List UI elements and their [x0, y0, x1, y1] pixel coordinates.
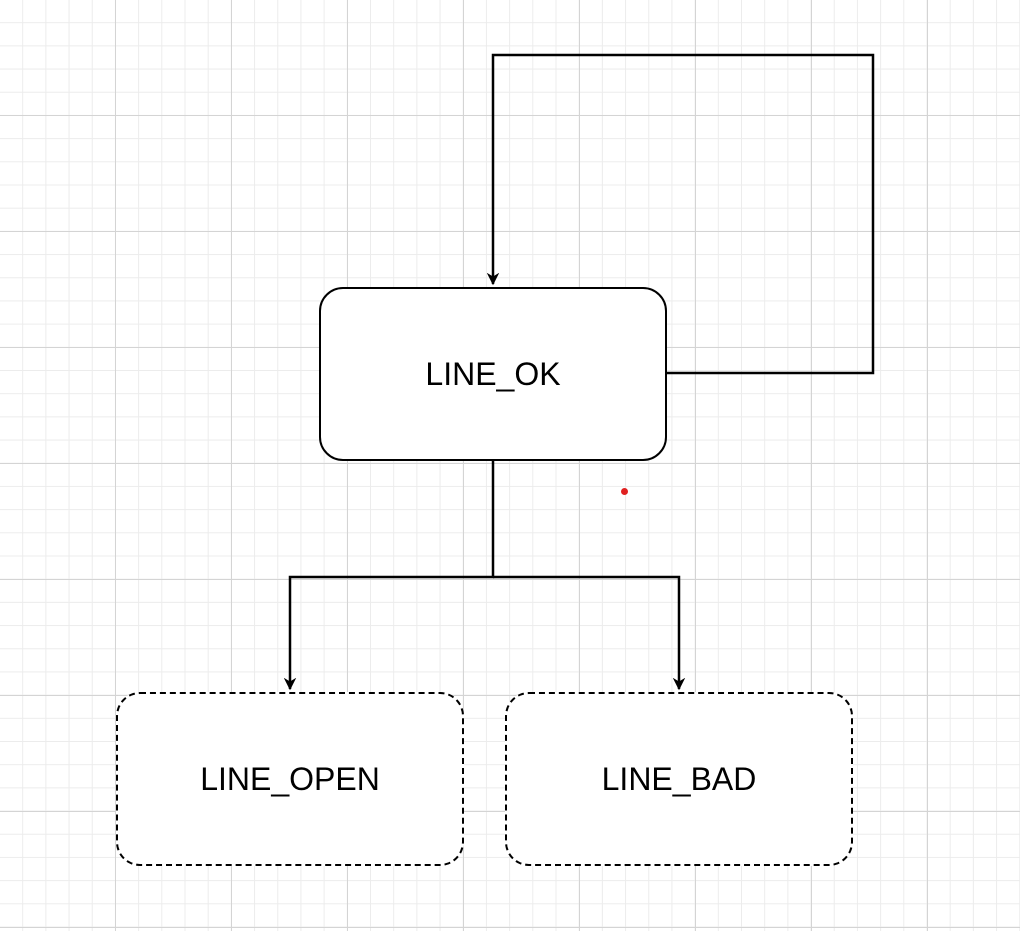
- state-line-open[interactable]: LINE_OPEN: [116, 692, 464, 866]
- edge-line-ok-self-loop[interactable]: [486, 53, 875, 375]
- cursor-marker-dot: [621, 488, 628, 495]
- state-line-bad[interactable]: LINE_BAD: [505, 692, 853, 866]
- edge-line-ok-to-line-open[interactable]: [283, 461, 495, 691]
- state-line-open-label: LINE_OPEN: [200, 760, 380, 797]
- state-line-bad-label: LINE_BAD: [601, 760, 757, 797]
- edge-line-ok-to-line-bad[interactable]: [493, 575, 686, 691]
- state-line-ok[interactable]: LINE_OK: [319, 287, 667, 461]
- state-line-ok-label: LINE_OK: [425, 355, 561, 392]
